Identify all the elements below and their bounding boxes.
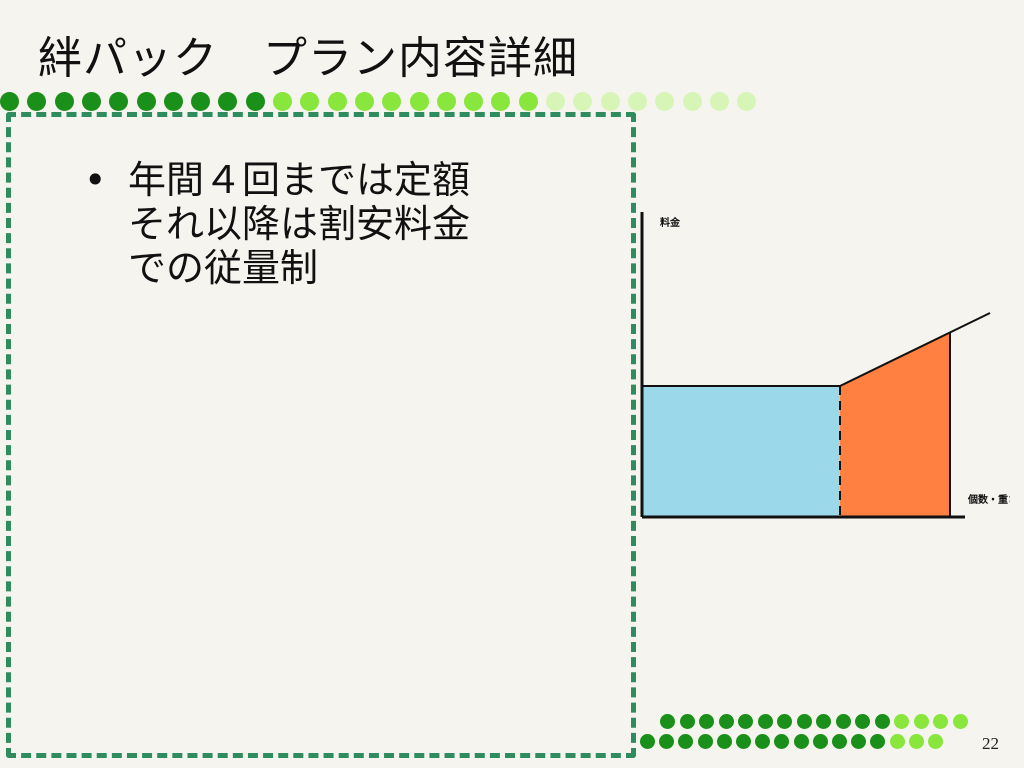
y-axis-label: 料金 xyxy=(660,216,681,229)
decorative-dot xyxy=(627,92,647,111)
decorative-dot xyxy=(54,92,74,111)
decorative-dot xyxy=(464,92,484,111)
bullet-line-3: での従量制 xyxy=(128,246,319,290)
decorative-dot xyxy=(518,92,538,111)
decorative-dot xyxy=(0,92,19,111)
content-frame xyxy=(6,112,636,758)
decorative-dot xyxy=(109,92,129,111)
decorative-dot xyxy=(679,714,695,729)
decorative-dot xyxy=(851,734,867,749)
slide-title: 絆パック プラン内容詳細 xyxy=(38,33,578,84)
decorative-dot xyxy=(835,714,851,729)
decorative-dot xyxy=(327,92,347,111)
top-dot-border xyxy=(0,92,780,112)
pricing-chart: 料金 個数・重さ xyxy=(640,212,1010,519)
metered-price-line xyxy=(839,312,991,387)
metered-price-region xyxy=(840,332,950,517)
decorative-dot xyxy=(678,734,694,749)
decorative-dot xyxy=(796,714,812,729)
decorative-dot xyxy=(659,734,675,749)
decorative-dot xyxy=(191,92,211,111)
bottom-dot-border-lower xyxy=(640,734,950,754)
fixed-price-region xyxy=(642,386,840,517)
decorative-dot xyxy=(573,92,593,111)
decorative-dot xyxy=(600,92,620,111)
decorative-dot xyxy=(816,714,831,729)
decorative-dot xyxy=(952,714,968,729)
decorative-dot xyxy=(300,92,320,111)
decorative-dot xyxy=(699,714,714,729)
decorative-dot xyxy=(928,734,943,749)
decorative-dot xyxy=(409,92,429,111)
bullet-line-1: 年間４回までは定額 xyxy=(128,158,471,202)
decorative-dot xyxy=(697,734,713,749)
decorative-dot xyxy=(163,92,183,111)
decorative-dot xyxy=(27,92,47,111)
decorative-dot xyxy=(755,734,771,749)
decorative-dot xyxy=(546,92,565,111)
decorative-dot xyxy=(709,92,729,111)
bullet-marker: • xyxy=(84,158,107,202)
decorative-dot xyxy=(81,92,101,111)
bullet-line-2: それ以降は割安料金 xyxy=(128,202,471,246)
decorative-dot xyxy=(774,734,790,749)
page-number: 22 xyxy=(982,734,999,753)
x-axis-label: 個数・重さ xyxy=(967,493,1010,506)
decorative-dot xyxy=(908,734,924,749)
decorative-dot xyxy=(382,92,402,111)
decorative-dot xyxy=(894,714,909,729)
decorative-dot xyxy=(933,714,948,729)
decorative-dot xyxy=(757,714,773,729)
decorative-dot xyxy=(718,714,734,729)
decorative-dot xyxy=(136,92,156,111)
decorative-dot xyxy=(682,92,702,111)
decorative-dot xyxy=(737,92,757,111)
decorative-dot xyxy=(716,734,732,749)
bottom-dot-border-upper xyxy=(660,714,970,734)
decorative-dot xyxy=(870,734,886,749)
decorative-dot xyxy=(491,92,511,111)
decorative-dot xyxy=(889,734,905,749)
decorative-dot xyxy=(436,92,456,111)
decorative-dot xyxy=(874,714,890,729)
decorative-dot xyxy=(245,92,265,111)
decorative-dot xyxy=(660,714,675,729)
decorative-dot xyxy=(913,714,929,729)
decorative-dot xyxy=(655,92,675,111)
decorative-dot xyxy=(354,92,374,111)
decorative-dot xyxy=(855,714,870,729)
decorative-dot xyxy=(793,734,809,749)
decorative-dot xyxy=(218,92,238,111)
decorative-dot xyxy=(736,734,751,749)
decorative-dot xyxy=(640,734,655,749)
decorative-dot xyxy=(738,714,753,729)
decorative-dot xyxy=(812,734,828,749)
decorative-dot xyxy=(777,714,792,729)
decorative-dot xyxy=(273,92,292,111)
decorative-dot xyxy=(832,734,847,749)
